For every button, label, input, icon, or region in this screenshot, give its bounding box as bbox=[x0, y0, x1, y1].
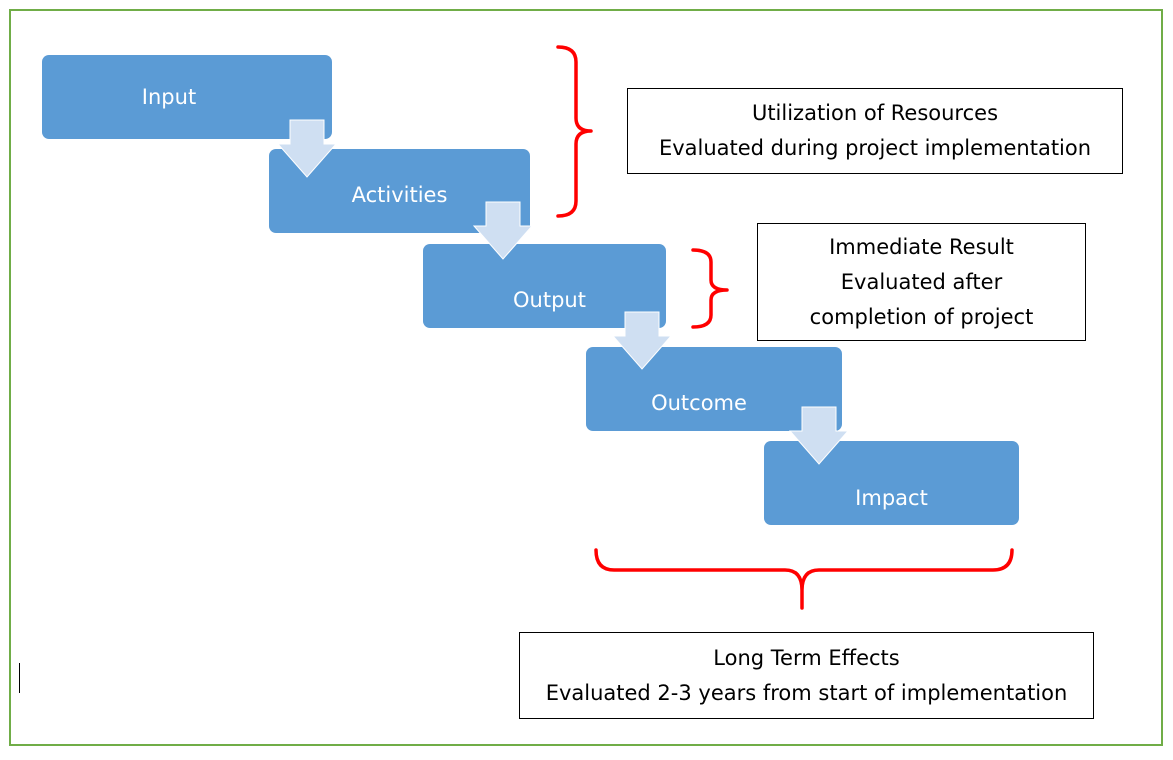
note-resources-detail: Evaluated during project implementation bbox=[658, 136, 1092, 160]
note-long-term-effects: Long Term Effects Evaluated 2-3 years fr… bbox=[519, 632, 1094, 719]
note-longterm-detail: Evaluated 2-3 years from start of implem… bbox=[545, 680, 1068, 705]
step-output-label: Output bbox=[513, 288, 586, 312]
note-utilization-of-resources: Utilization of Resources Evaluated durin… bbox=[627, 88, 1123, 174]
step-activities-label: Activities bbox=[351, 183, 448, 207]
step-impact: Impact bbox=[764, 441, 1019, 525]
step-outcome-label: Outcome bbox=[651, 391, 747, 415]
note-immediate-detail-1: Evaluated after bbox=[840, 269, 1003, 294]
note-immediate-detail-2: completion of project bbox=[809, 304, 1034, 329]
note-immediate-title: Immediate Result bbox=[829, 234, 1014, 259]
step-input-label: Input bbox=[141, 85, 197, 109]
diagram-frame bbox=[9, 9, 1163, 746]
step-impact-label: Impact bbox=[855, 486, 928, 510]
brace-immediate bbox=[691, 248, 729, 329]
step-input: Input bbox=[42, 55, 332, 139]
note-resources-title: Utilization of Resources bbox=[751, 101, 999, 125]
text-cursor bbox=[19, 663, 20, 693]
brace-longterm bbox=[594, 548, 1014, 610]
down-arrow-icon bbox=[277, 119, 337, 178]
brace-resources bbox=[556, 45, 593, 218]
note-immediate-result: Immediate Result Evaluated after complet… bbox=[757, 223, 1086, 341]
note-longterm-title: Long Term Effects bbox=[713, 645, 900, 670]
down-arrow-icon bbox=[612, 311, 672, 370]
step-outcome: Outcome bbox=[586, 347, 842, 431]
down-arrow-icon bbox=[789, 406, 849, 465]
down-arrow-icon bbox=[473, 201, 533, 260]
